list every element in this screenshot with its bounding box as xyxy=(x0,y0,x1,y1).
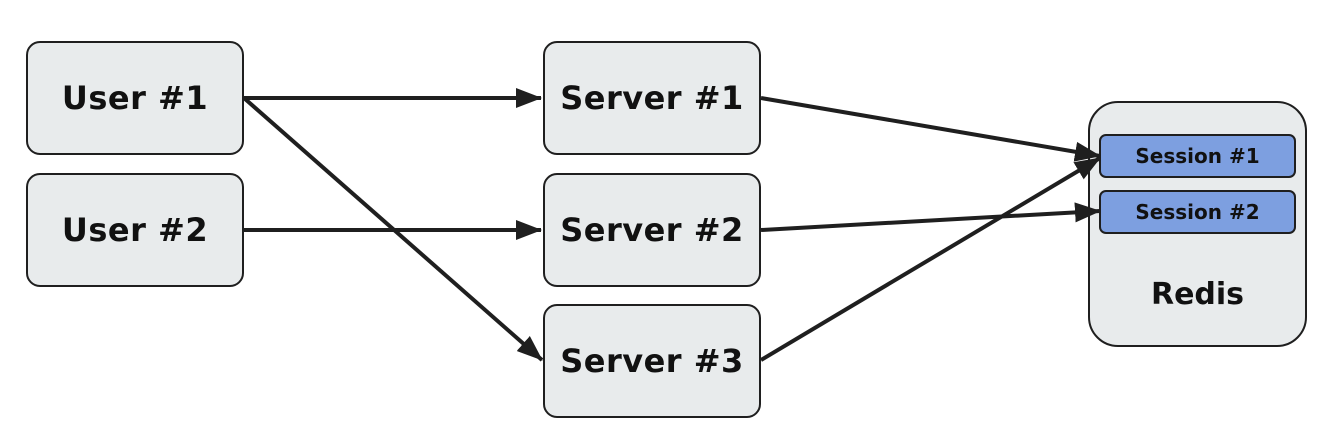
server-1-label: Server #1 xyxy=(560,79,744,117)
edge-server2-session2 xyxy=(760,202,1101,232)
edge-server1-session1 xyxy=(760,96,1101,162)
server-3-label: Server #3 xyxy=(560,342,744,380)
session-2-node: Session #2 xyxy=(1099,190,1296,234)
server-2-label: Server #2 xyxy=(560,211,744,249)
session-1-label: Session #1 xyxy=(1135,144,1260,168)
user-1-label: User #1 xyxy=(61,79,209,117)
user-2-label: User #2 xyxy=(61,211,209,249)
server-3-node: Server #3 xyxy=(543,304,761,418)
user-2-node: User #2 xyxy=(26,173,244,287)
server-1-node: Server #1 xyxy=(543,41,761,155)
session-1-node: Session #1 xyxy=(1099,134,1296,178)
user-1-node: User #1 xyxy=(26,41,244,155)
server-2-node: Server #2 xyxy=(543,173,761,287)
session-2-label: Session #2 xyxy=(1135,200,1260,224)
redis-label: Redis xyxy=(1150,277,1245,312)
edge-server3-session1 xyxy=(759,156,1102,362)
